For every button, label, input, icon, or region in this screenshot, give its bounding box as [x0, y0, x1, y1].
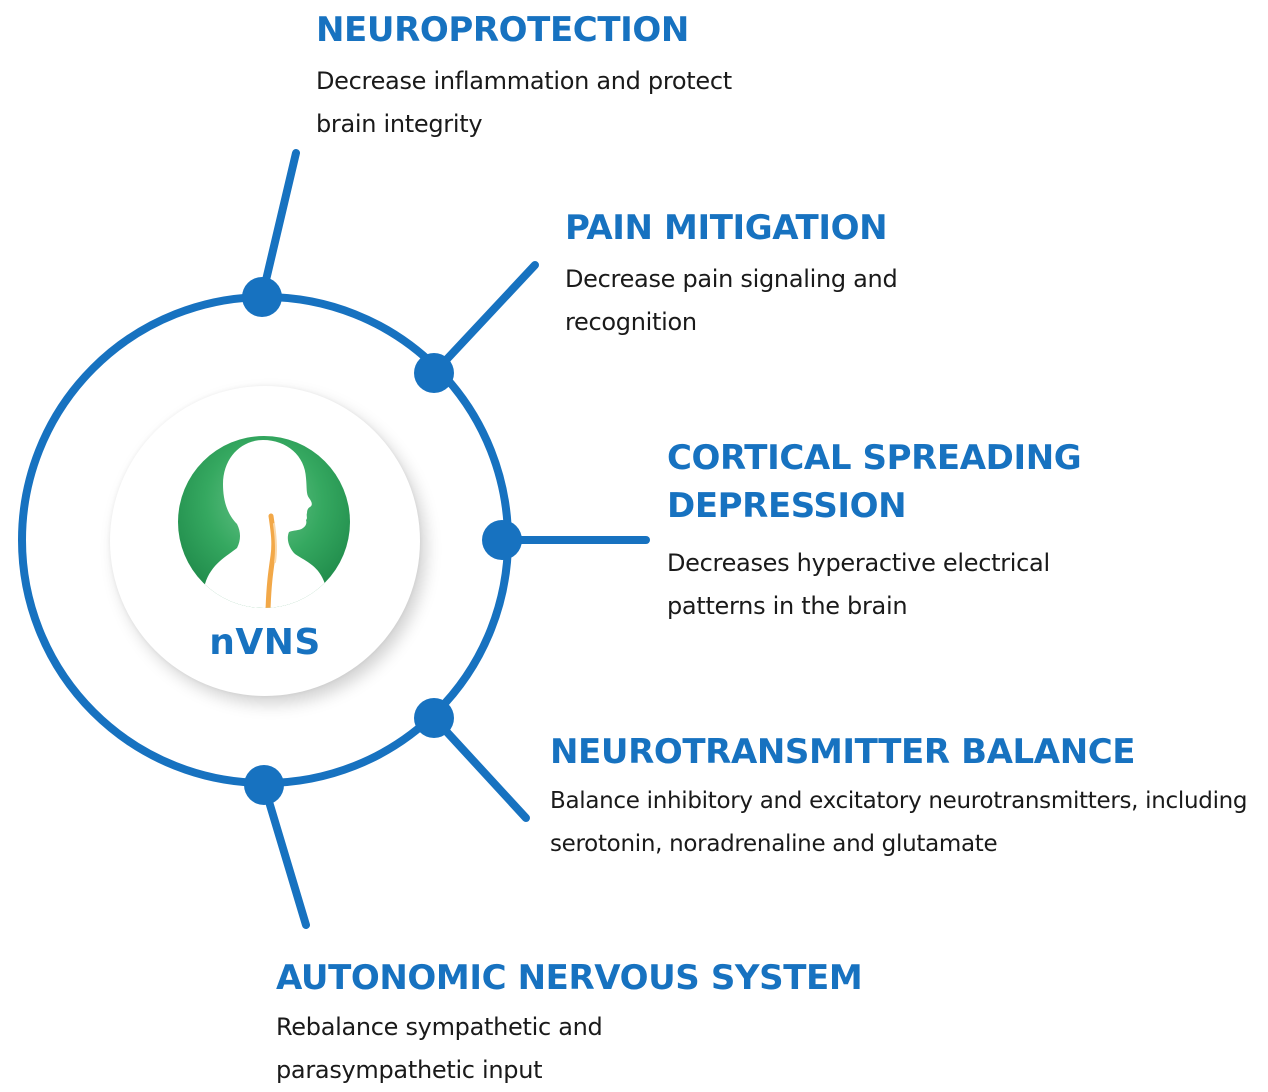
benefit-title: NEUROPROTECTION [316, 10, 689, 50]
benefit-title: AUTONOMIC NERVOUS SYSTEM [276, 958, 863, 998]
node-autonomic [244, 765, 284, 805]
connector-autonomic [260, 781, 310, 929]
benefit-neurotransmitter-balance: NEUROTRANSMITTER BALANCE Balance inhibit… [550, 728, 1266, 866]
benefit-title: PAIN MITIGATION [565, 208, 888, 248]
center-label: nVNS [209, 622, 321, 663]
connector-neuroprotection [258, 149, 300, 301]
benefit-autonomic-nervous-system: AUTONOMIC NERVOUS SYSTEM Rebalance sympa… [276, 954, 863, 1092]
connector-pain-mitigation [430, 261, 539, 377]
benefit-pain-mitigation: PAIN MITIGATION Decrease pain signaling … [565, 204, 925, 344]
node-neuroprotection [242, 277, 282, 317]
benefit-cortical-spreading-depression: CORTICAL SPREADING DEPRESSION Decreases … [667, 434, 1147, 628]
node-cortical-spreading [482, 520, 522, 560]
benefit-neuroprotection: NEUROPROTECTION Decrease inflammation an… [316, 6, 746, 146]
benefit-description: Decreases hyperactive electrical pattern… [667, 549, 1050, 620]
benefit-title: NEUROTRANSMITTER BALANCE [550, 732, 1136, 772]
benefit-description: Balance inhibitory and excitatory neurot… [550, 788, 1248, 857]
head-silhouette-with-spine-icon [178, 436, 350, 608]
node-neurotransmitter-balance [414, 698, 454, 738]
benefit-description: Decrease pain signaling and recognition [565, 265, 898, 336]
benefit-description: Rebalance sympathetic and parasympatheti… [276, 1013, 603, 1084]
benefit-description: Decrease inflammation and protect brain … [316, 67, 732, 138]
benefit-title: CORTICAL SPREADING DEPRESSION [667, 438, 1082, 526]
connector-neurotransmitter-balance [430, 714, 530, 822]
node-pain-mitigation [414, 353, 454, 393]
